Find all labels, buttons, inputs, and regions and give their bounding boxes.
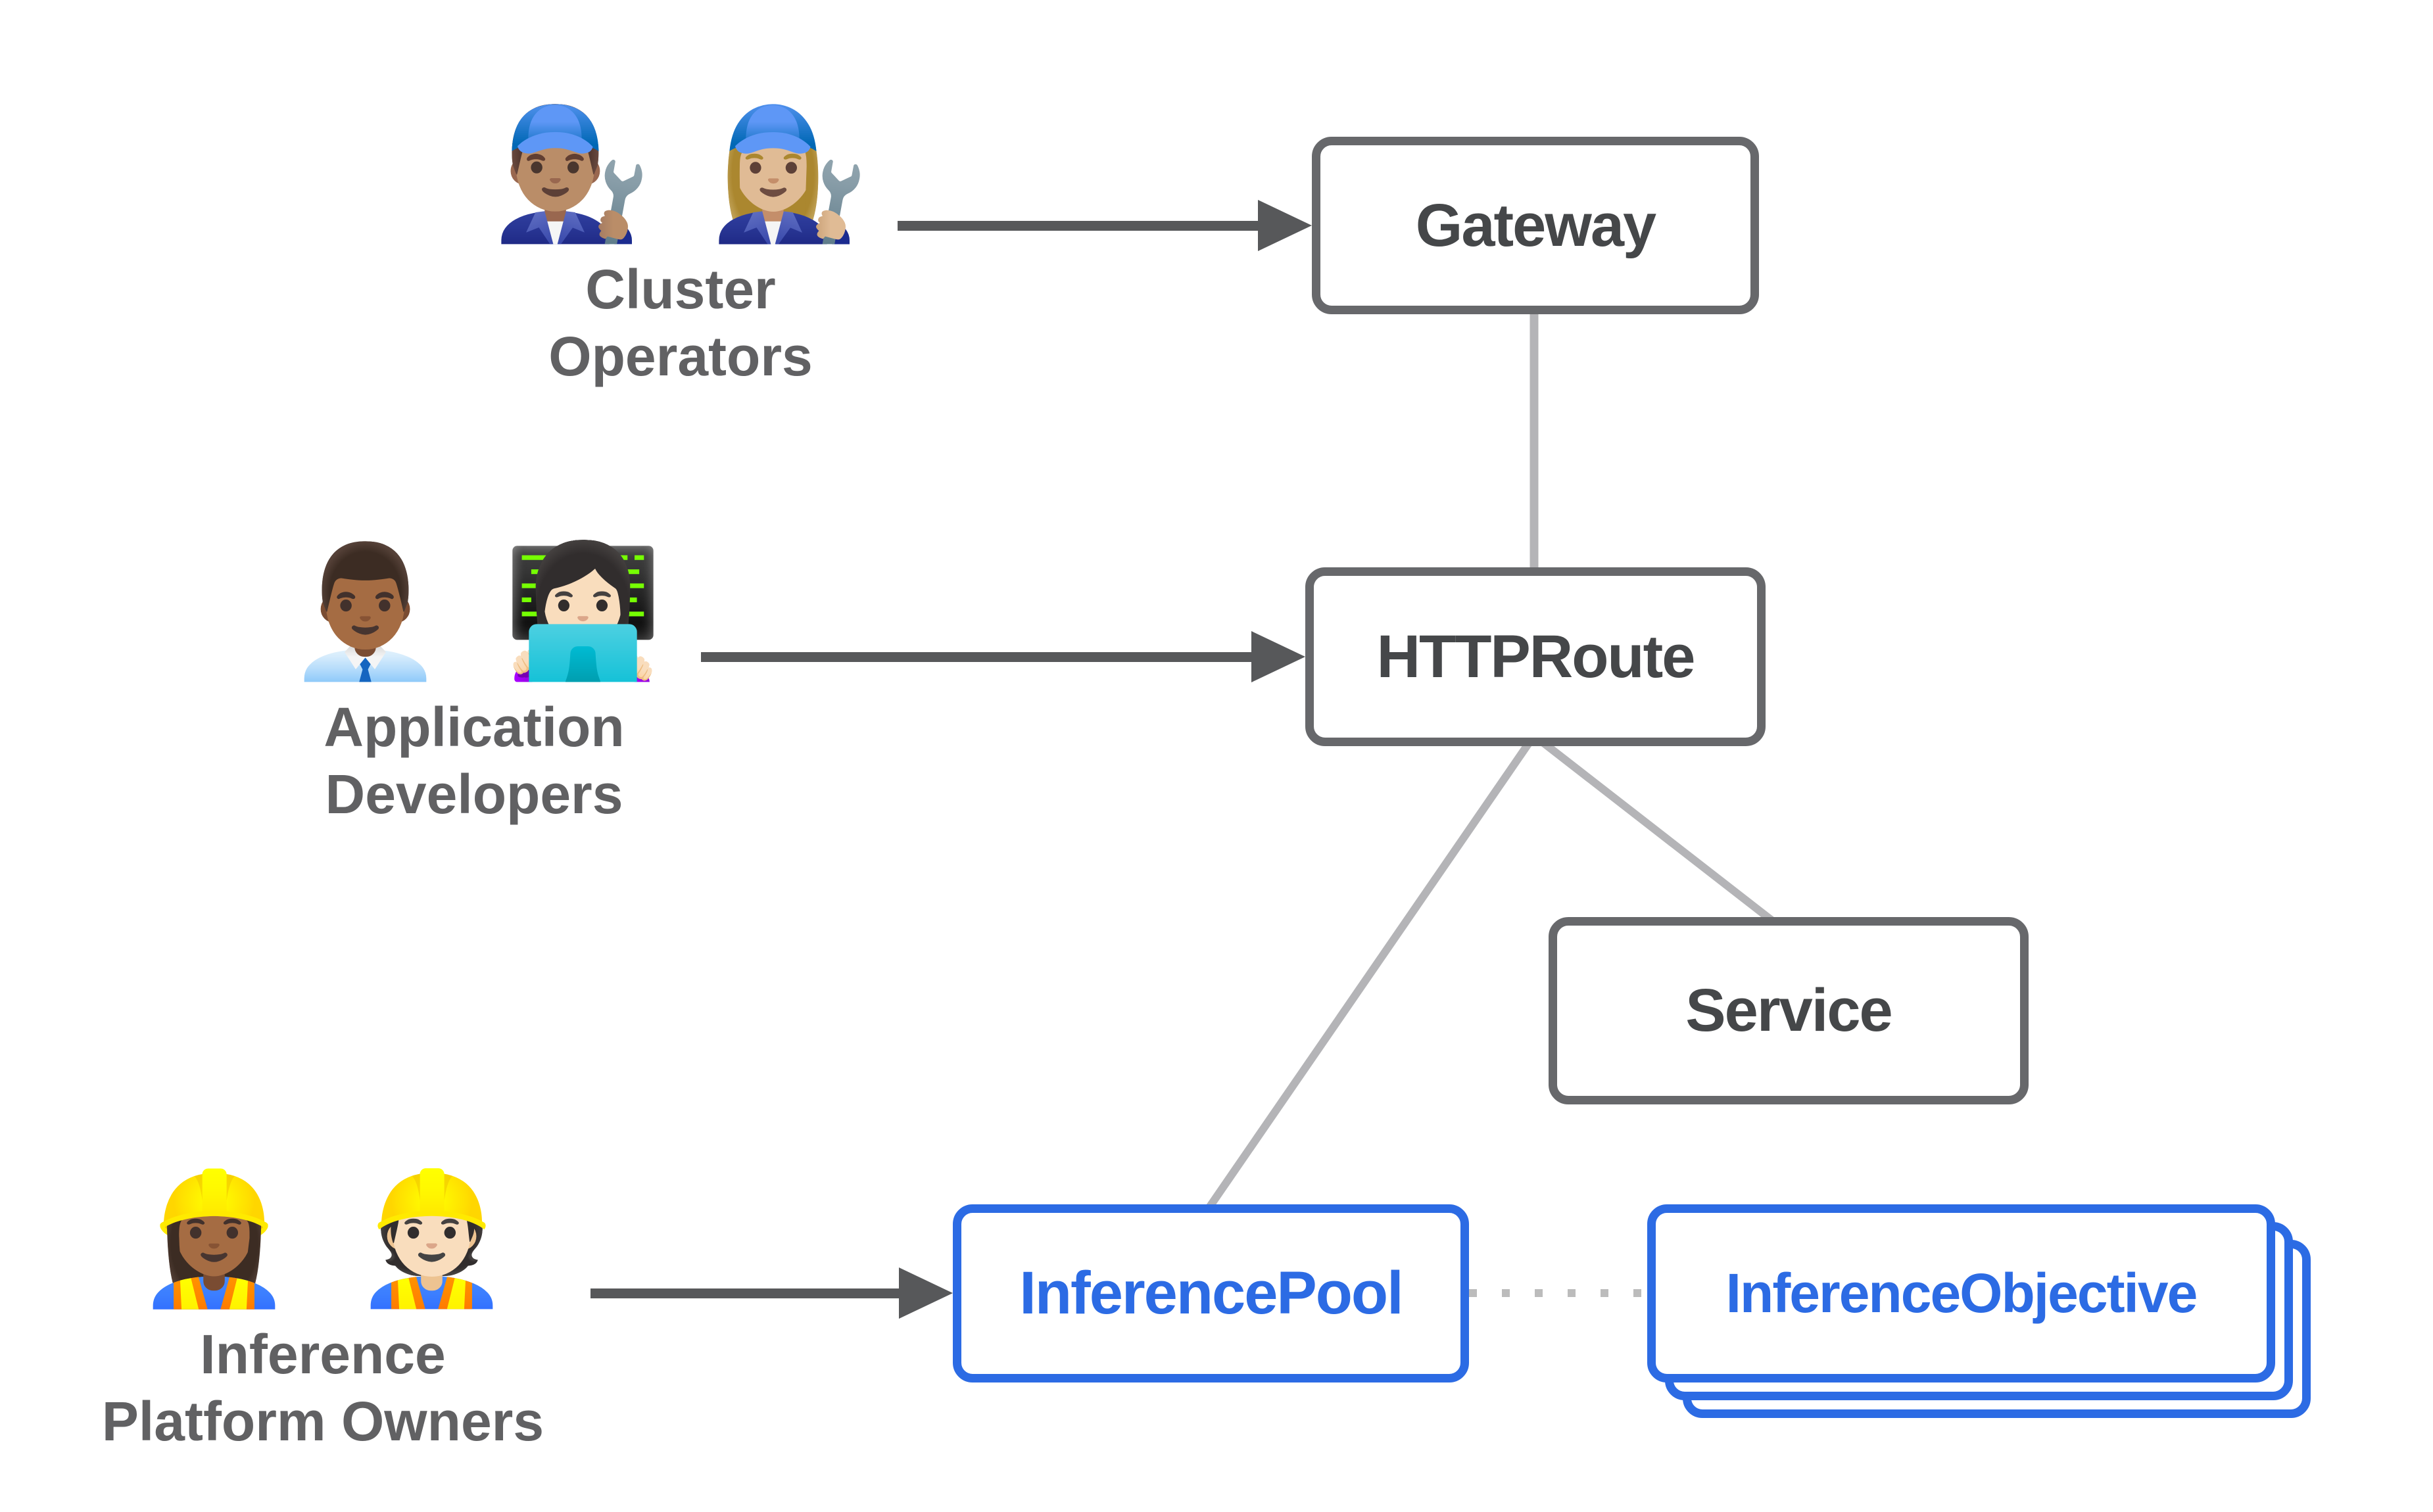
application-developers-emoji-row: 👨🏾‍💼 👩🏻‍💻 — [178, 538, 770, 685]
cluster-operators-to-gateway-arrow — [898, 200, 1312, 251]
application-developers-label-line2: Developers — [325, 763, 623, 825]
inferencepool-inferenceobjective-dotted-edge — [1469, 1289, 1647, 1297]
woman-technologist-emoji: 👩🏻‍💻 — [503, 540, 663, 683]
inference-platform-owners-label-line1: Inference — [200, 1323, 446, 1386]
woman-mechanic-emoji: 👩🏼‍🔧 — [710, 102, 869, 245]
cluster-operators-label-line2: Operators — [548, 325, 813, 387]
application-developers-label-line1: Application — [324, 696, 625, 759]
gateway-node: Gateway — [1312, 137, 1759, 314]
man-mechanic-emoji: 👨🏽‍🔧 — [492, 102, 652, 245]
service-node: Service — [1549, 917, 2029, 1104]
arrowhead-icon — [899, 1267, 953, 1319]
inference-platform-owners-label: Inference Platform Owners — [27, 1321, 619, 1455]
man-office-worker-emoji: 👨🏾‍💼 — [285, 540, 445, 683]
actor-inference-platform-owners: 👷🏾‍♀️ 👷🏻 Inference Platform Owners — [27, 1165, 619, 1455]
man-construction-worker-emoji: 👷🏻 — [352, 1167, 512, 1310]
httproute-node: HTTPRoute — [1305, 567, 1766, 746]
application-developers-to-httproute-arrow — [701, 631, 1305, 682]
application-developers-label: Application Developers — [178, 694, 770, 828]
httproute-inferencepool-edge — [1205, 738, 1534, 1211]
inferencepool-node: InferencePool — [953, 1204, 1469, 1382]
cluster-operators-label-line1: Cluster — [585, 258, 776, 321]
inference-platform-owners-label-line2: Platform Owners — [101, 1390, 544, 1452]
woman-construction-worker-emoji: 👷🏾‍♀️ — [134, 1167, 294, 1310]
platform-owners-to-inferencepool-arrow — [590, 1267, 953, 1319]
inferenceobjective-node: InferenceObjective — [1647, 1204, 2275, 1382]
arrow-shaft — [701, 651, 1251, 662]
arrow-shaft — [898, 220, 1258, 231]
cluster-operators-emoji-row: 👨🏽‍🔧 👩🏼‍🔧 — [385, 100, 976, 247]
arrow-shaft — [590, 1288, 899, 1298]
actor-application-developers: 👨🏾‍💼 👩🏻‍💻 Application Developers — [178, 538, 770, 828]
actor-cluster-operators: 👨🏽‍🔧 👩🏼‍🔧 Cluster Operators — [385, 100, 976, 390]
cluster-operators-label: Cluster Operators — [385, 256, 976, 390]
arrowhead-icon — [1258, 200, 1312, 251]
inference-platform-owners-emoji-row: 👷🏾‍♀️ 👷🏻 — [27, 1165, 619, 1312]
arrowhead-icon — [1251, 631, 1305, 682]
httproute-service-edge — [1537, 737, 1776, 925]
